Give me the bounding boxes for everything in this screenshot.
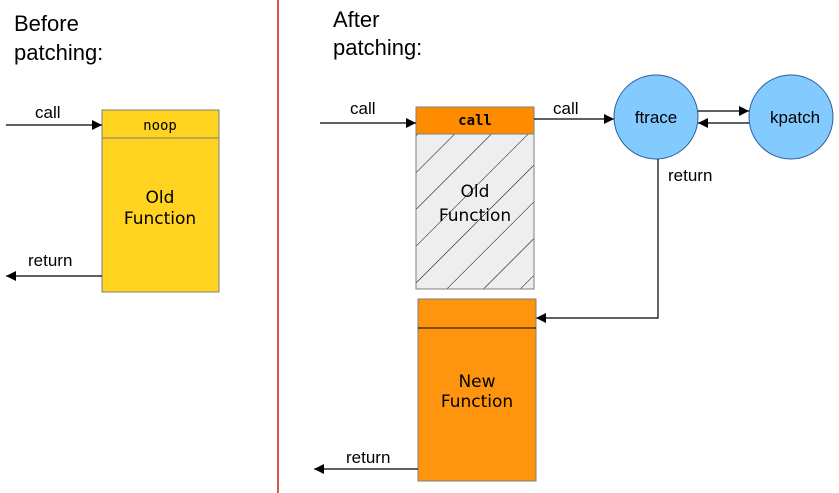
after-call-box (415, 106, 535, 135)
after-section: After patching: call Old Function call c… (314, 7, 834, 482)
before-noop-label: noop (143, 118, 177, 134)
before-call-label: call (35, 103, 61, 122)
after-old-function-line2: Function (439, 206, 511, 226)
ftrace-node (613, 74, 699, 160)
before-heading-line1: Before (14, 11, 79, 36)
before-function-line1: Old (146, 188, 175, 208)
after-old-function-line1: Old (461, 182, 490, 202)
before-function-line2: Function (124, 209, 196, 229)
after-return-label: return (346, 448, 390, 467)
kpatch-node (748, 74, 834, 160)
before-section: Before patching: noop Old Function call … (6, 11, 220, 293)
after-heading-line1: After (333, 7, 379, 32)
after-call-label: call (350, 99, 376, 118)
after-call-box-label: call (458, 113, 492, 129)
ftrace-return-label: return (668, 166, 712, 185)
new-function-line2: Function (441, 392, 513, 412)
ftrace-label: ftrace (635, 108, 678, 127)
before-heading-line2: patching: (14, 40, 103, 65)
new-function-line1: New (458, 372, 495, 392)
new-function-box (417, 298, 537, 482)
call-to-ftrace-label: call (553, 99, 579, 118)
before-return-label: return (28, 251, 72, 270)
after-old-function-box (415, 133, 535, 290)
ftrace-return-path (536, 159, 659, 323)
kpatch-label: kpatch (770, 108, 820, 127)
after-heading-line2: patching: (333, 35, 422, 60)
before-old-function-box (101, 109, 220, 293)
